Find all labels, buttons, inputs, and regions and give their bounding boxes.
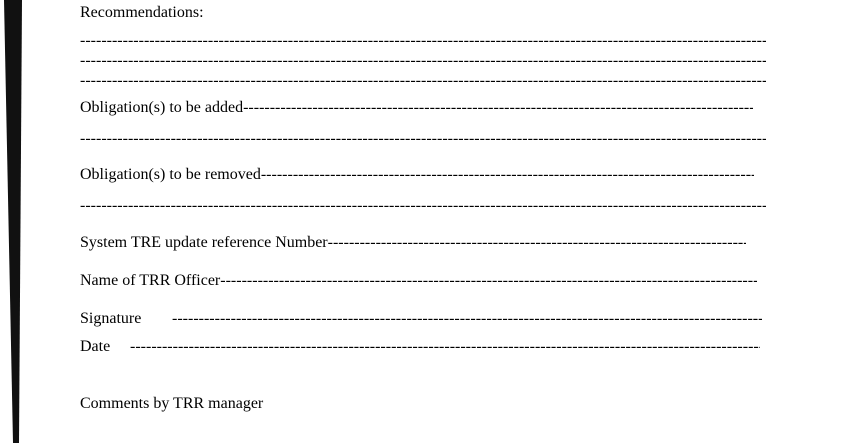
dash-line: ----------------------------------------… bbox=[80, 197, 766, 214]
recommendations-line-2[interactable]: ----------------------------------------… bbox=[80, 51, 766, 71]
tre-reference-row[interactable]: System TRE update reference Number -----… bbox=[80, 233, 770, 253]
signature-row[interactable]: Signature -------------------------------… bbox=[80, 309, 770, 329]
obligations-added-row[interactable]: Obligation(s) to be added---------------… bbox=[80, 98, 770, 118]
dash-line: ----------------------------------------… bbox=[80, 130, 766, 147]
dash-line: ----------------------------------------… bbox=[80, 32, 766, 49]
trr-officer-row[interactable]: Name of TRR Officer---------------------… bbox=[80, 271, 770, 291]
obligations-removed-label: Obligation(s) to be removed bbox=[80, 166, 261, 183]
trr-officer-label: Name of TRR Officer bbox=[80, 272, 221, 289]
page-edge-shadow bbox=[0, 0, 24, 443]
recommendations-label: Recommendations: bbox=[80, 4, 204, 21]
date-label: Date bbox=[80, 338, 111, 355]
obligations-removed-line-2[interactable]: ----------------------------------------… bbox=[80, 196, 766, 216]
recommendations-heading: Recommendations: bbox=[80, 3, 204, 23]
dash-line: ----------------------------------------… bbox=[220, 272, 757, 289]
obligations-added-line-2[interactable]: ----------------------------------------… bbox=[80, 129, 766, 149]
dash-line: ----------------------------------------… bbox=[80, 52, 766, 69]
obligations-removed-row[interactable]: Obligation(s) to be removed-------------… bbox=[80, 165, 770, 185]
dash-line: ----------------------------------------… bbox=[130, 338, 760, 355]
date-row[interactable]: Date ------------------------------------… bbox=[80, 337, 770, 357]
dash-line: ----------------------------------------… bbox=[243, 99, 754, 116]
recommendations-line-3[interactable]: ----------------------------------------… bbox=[80, 71, 766, 91]
dash-line: ----------------------------------------… bbox=[327, 234, 746, 251]
dash-line: ----------------------------------------… bbox=[260, 166, 754, 183]
comments-heading: Comments by TRR manager bbox=[80, 394, 263, 414]
obligations-added-label: Obligation(s) to be added bbox=[80, 99, 244, 116]
tre-reference-label: System TRE update reference Number bbox=[80, 234, 328, 251]
comments-label: Comments by TRR manager bbox=[80, 395, 264, 412]
dash-line: ----------------------------------------… bbox=[172, 310, 762, 327]
signature-label: Signature bbox=[80, 310, 142, 327]
recommendations-line-1[interactable]: ----------------------------------------… bbox=[80, 31, 766, 51]
dash-line: ----------------------------------------… bbox=[80, 72, 766, 89]
